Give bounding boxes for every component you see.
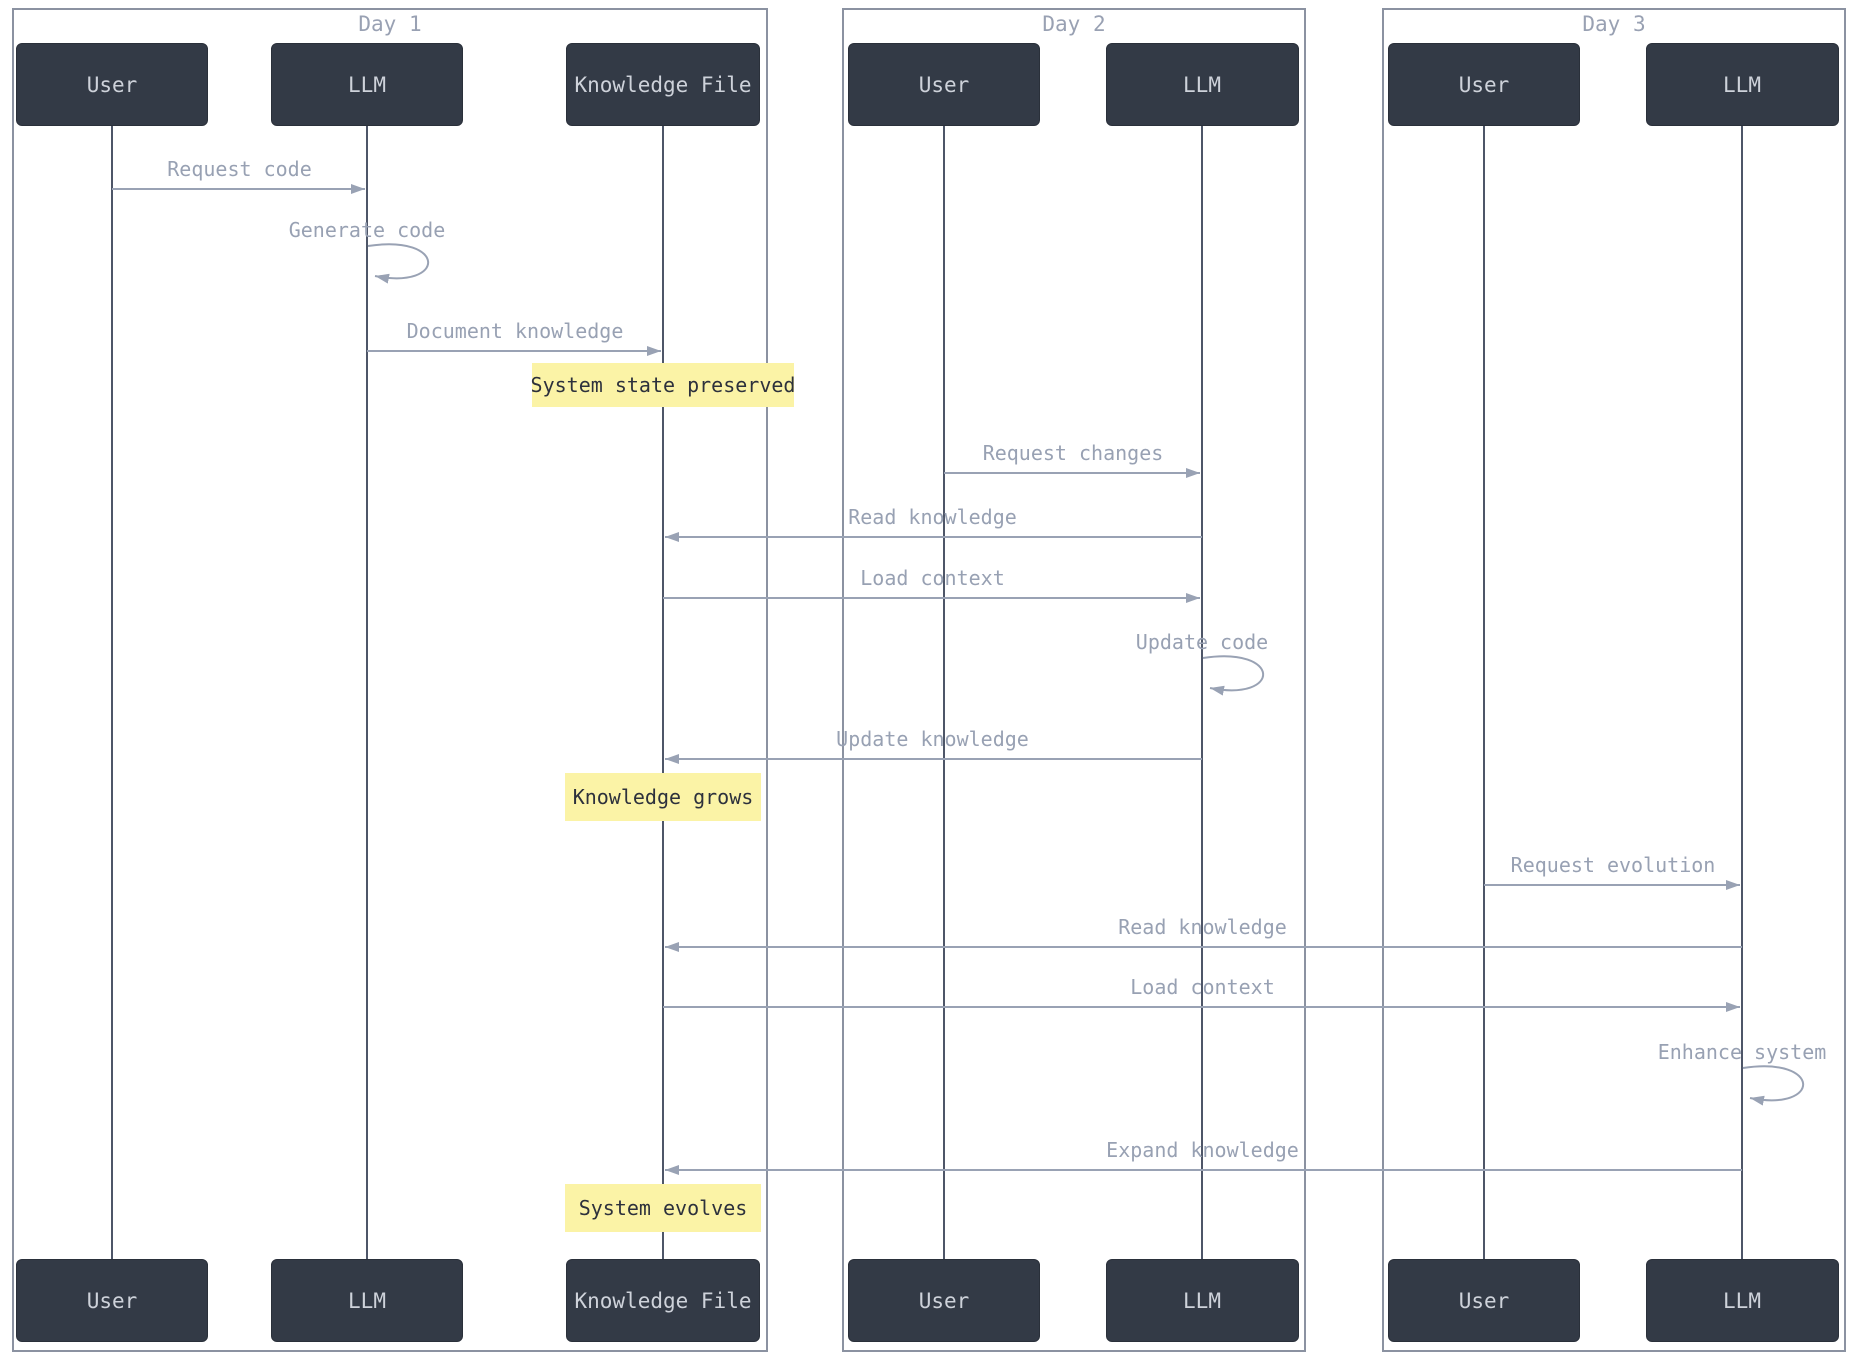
day-frame-day1 [12,8,768,1352]
message-label: Request code [167,157,312,181]
note: System state preserved [531,363,795,407]
actor-box-bottom-d1-llm: LLM [271,1259,463,1342]
note: Knowledge grows [565,773,761,821]
actor-box-bottom-d3-user: User [1388,1259,1580,1342]
day-frame-title-day3: Day 3 [1582,12,1646,36]
actor-box-top-d3-llm: LLM [1645,43,1839,126]
self-message-label: Update code [1135,630,1269,654]
day-frame-day3 [1382,8,1846,1352]
day-frame-title-day1: Day 1 [358,12,422,36]
actor-box-top-d1-kf: Knowledge File [566,43,760,126]
message-label: Request changes [982,441,1164,465]
self-message-label: Enhance system [1657,1040,1827,1064]
day-frame-day2 [842,8,1306,1352]
message-label: Document knowledge [406,319,624,343]
note: System evolves [565,1184,761,1232]
self-loop-arrow [1202,655,1265,696]
actor-box-bottom-d1-kf: Knowledge File [566,1259,760,1342]
actor-box-top-d3-user: User [1388,43,1580,126]
actor-box-top-d1-llm: LLM [271,43,463,126]
actor-box-bottom-d3-llm: LLM [1645,1259,1839,1342]
day-frame-title-day2: Day 2 [1042,12,1106,36]
self-loop-arrow [367,243,430,284]
message-label: Load context [1130,975,1275,999]
self-loop-arrow [1742,1065,1805,1106]
self-message-label: Generate code [288,218,446,242]
message-label: Read knowledge [848,505,1017,529]
actor-box-top-d1-user: User [16,43,208,126]
actor-box-bottom-d2-user: User [848,1259,1040,1342]
actor-box-bottom-d1-user: User [16,1259,208,1342]
actor-box-top-d2-user: User [848,43,1040,126]
message-label: Expand knowledge [1106,1138,1299,1162]
actor-box-top-d2-llm: LLM [1105,43,1299,126]
message-label: Request evolution [1510,853,1716,877]
message-label: Read knowledge [1118,915,1287,939]
message-label: Load context [860,566,1005,590]
actor-box-bottom-d2-llm: LLM [1105,1259,1299,1342]
message-label: Update knowledge [836,727,1029,751]
